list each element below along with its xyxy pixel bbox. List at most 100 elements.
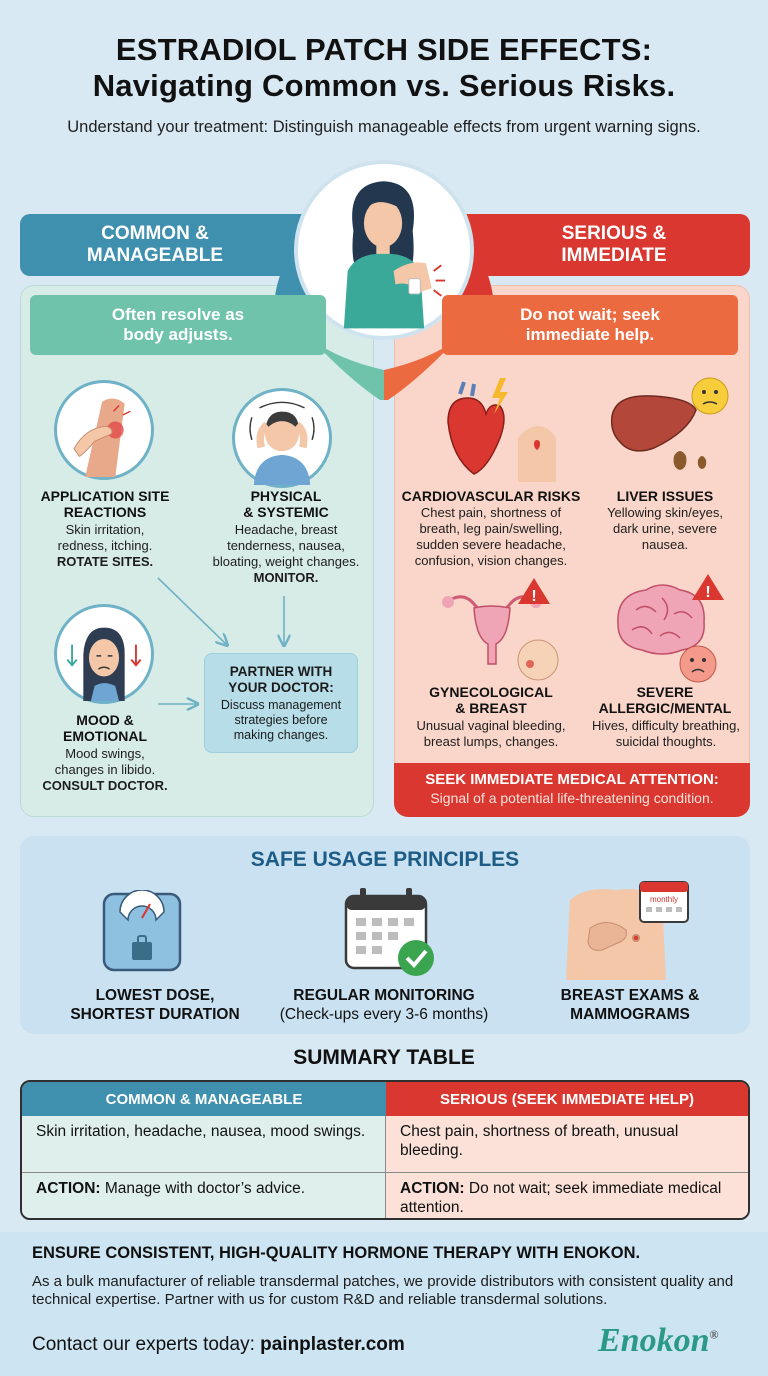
summary-serious-action-text: Do not wait; seek immediate medical atte… — [400, 1180, 722, 1216]
cardio-title: CARDIOVASCULAR RISKS — [401, 488, 581, 504]
serious-pill-line-2: immediate help. — [525, 325, 655, 344]
summary-common-action-label: ACTION: — [36, 1180, 101, 1197]
safe-label-exams: BREAST EXAMS & MAMMOGRAMS — [530, 986, 730, 1024]
mood-title-2: EMOTIONAL — [63, 728, 147, 744]
liver-desc-1: Yellowing skin/eyes, — [607, 505, 723, 520]
summary-cell-serious-effects: Chest pain, shortness of breath, unusual… — [386, 1116, 748, 1172]
physical-desc: Headache, breast tenderness, nausea, blo… — [206, 522, 366, 586]
app-site-title-1: APPLICATION SITE — [40, 488, 170, 504]
mood-desc-2: changes in libido. — [54, 762, 156, 777]
scale-icon — [100, 889, 184, 974]
summary-header-common: COMMON & MANAGEABLE — [22, 1082, 386, 1116]
serious-pill: Do not wait; seek immediate help. — [442, 295, 738, 355]
physical-title-2: & SYSTEMIC — [243, 504, 329, 520]
calendar-monthly-label: monthly — [650, 895, 678, 904]
breast-exam-icon: monthly — [566, 880, 690, 980]
allergic-title: SEVERE ALLERGIC/MENTAL — [590, 684, 740, 716]
partner-title-2: YOUR DOCTOR: — [228, 680, 334, 695]
svg-text:!: ! — [531, 588, 536, 605]
app-site-title: APPLICATION SITE REACTIONS — [28, 488, 182, 520]
mood-desc-1: Mood swings, — [65, 746, 145, 761]
safe-exam-line-2: MAMMOGRAMS — [570, 1006, 690, 1023]
gyn-desc: Unusual vaginal bleeding, breast lumps, … — [400, 718, 582, 750]
headache-icon — [232, 388, 332, 488]
liver-desc: Yellowing skin/eyes, dark urine, severe … — [590, 505, 740, 553]
summary-serious-action-label: ACTION: — [400, 1180, 465, 1197]
allergic-title-1: SEVERE — [636, 684, 694, 700]
cardio-desc-3: sudden severe headache, — [416, 537, 566, 552]
summary-cell-common-effects: Skin irritation, headache, nausea, mood … — [22, 1116, 386, 1172]
allergic-desc: Hives, difficulty breathing, suicidal th… — [586, 718, 746, 750]
seek-attention-alert: SEEK IMMEDIATE MEDICAL ATTENTION: Signal… — [394, 763, 750, 817]
calendar-check-icon — [344, 886, 436, 978]
partner-desc-2: strategies before — [234, 713, 328, 727]
gyn-desc-1: Unusual vaginal bleeding, — [416, 718, 566, 733]
cardio-desc-2: breath, leg pain/swelling, — [419, 521, 563, 536]
physical-desc-1: Headache, breast — [234, 522, 338, 537]
summary-cell-serious-action: ACTION: Do not wait; seek immediate medi… — [386, 1172, 748, 1218]
summary-title: SUMMARY TABLE — [293, 1046, 475, 1069]
woman-applying-patch-icon — [343, 181, 446, 329]
safe-monitor-line-2: (Check-ups every 3-6 months) — [279, 1006, 489, 1023]
summary-cell-common-action: ACTION: Manage with doctor’s advice. — [22, 1172, 386, 1218]
page-subtitle: Understand your treatment: Distinguish m… — [67, 118, 701, 136]
mood-desc: Mood swings, changes in libido. CONSULT … — [28, 746, 182, 794]
page-title: ESTRADIOL PATCH SIDE EFFECTS: Navigating… — [0, 32, 768, 104]
alert-desc: Signal of a potential life-threatening c… — [430, 790, 714, 806]
contact-website-link[interactable]: painplaster.com — [260, 1334, 405, 1355]
summary-table: COMMON & MANAGEABLE SERIOUS (SEEK IMMEDI… — [20, 1080, 750, 1220]
serious-banner-line-2: IMMEDIATE — [561, 245, 667, 266]
title-line-1: ESTRADIOL PATCH SIDE EFFECTS: — [115, 32, 653, 67]
physical-title-1: PHYSICAL — [250, 488, 322, 504]
allergic-title-2: ALLERGIC/MENTAL — [598, 700, 732, 716]
partner-desc-1: Discuss management — [220, 698, 342, 712]
brain-icon: ! — [612, 574, 730, 684]
physical-action: MONITOR. — [253, 570, 319, 585]
liver-desc-2: dark urine, severe — [612, 521, 718, 536]
svg-text:!: ! — [705, 584, 710, 601]
common-banner-line-1: COMMON & — [101, 223, 209, 244]
liver-title: LIVER ISSUES — [616, 488, 714, 504]
app-site-desc-1: Skin irritation, — [65, 522, 145, 537]
footer-description: As a bulk manufacturer of reliable trans… — [32, 1273, 734, 1308]
common-pill-line-1: Often resolve as — [111, 305, 245, 324]
footer-title: ENSURE CONSISTENT, HIGH-QUALITY HORMONE … — [32, 1244, 641, 1262]
enokon-logo: Enokon® — [598, 1322, 718, 1360]
physical-desc-3: bloating, weight changes. — [212, 554, 360, 569]
gyn-desc-2: breast lumps, changes. — [423, 734, 559, 749]
serious-banner-line-1: SERIOUS & — [561, 223, 667, 244]
cardio-desc: Chest pain, shortness of breath, leg pai… — [400, 505, 582, 569]
app-site-action: ROTATE SITES. — [56, 554, 154, 569]
liver-desc-3: nausea. — [641, 537, 689, 552]
safe-label-dose: LOWEST DOSE, SHORTEST DURATION — [50, 986, 260, 1024]
cardio-desc-1: Chest pain, shortness of — [420, 505, 562, 520]
serious-pill-line-1: Do not wait; seek — [520, 305, 660, 324]
safe-monitor-line-1: REGULAR MONITORING — [293, 987, 475, 1004]
title-line-2: Navigating Common vs. Serious Risks. — [92, 68, 676, 103]
footer-panel — [0, 1232, 768, 1376]
safe-label-monitoring: REGULAR MONITORING (Check-ups every 3-6 … — [254, 986, 514, 1024]
app-site-desc: Skin irritation, redness, itching. ROTAT… — [28, 522, 182, 570]
logo-text: Enokon — [598, 1322, 710, 1359]
safe-dose-line-1: LOWEST DOSE, — [95, 987, 215, 1004]
common-pill-line-2: body adjusts. — [123, 325, 233, 344]
partner-title-1: PARTNER WITH — [229, 664, 333, 679]
alert-title: SEEK IMMEDIATE MEDICAL ATTENTION: — [425, 771, 719, 788]
summary-common-action-text: Manage with doctor’s advice. — [100, 1180, 306, 1197]
allergic-desc-2: suicidal thoughts. — [615, 734, 717, 749]
liver-icon — [606, 376, 730, 482]
safe-exam-line-1: BREAST EXAMS & — [560, 987, 700, 1004]
common-pill: Often resolve as body adjusts. — [30, 295, 326, 355]
heart-icon — [438, 378, 558, 482]
footer-contact: Contact our experts today: painplaster.c… — [32, 1334, 405, 1356]
physical-title: PHYSICAL & SYSTEMIC — [206, 488, 366, 520]
serious-column — [394, 285, 750, 817]
physical-desc-2: tenderness, nausea, — [227, 538, 345, 553]
serious-banner: SERIOUS & IMMEDIATE — [418, 214, 750, 276]
mood-icon — [54, 604, 154, 704]
safe-dose-line-2: SHORTEST DURATION — [70, 1006, 240, 1023]
safe-usage-title: SAFE USAGE PRINCIPLES — [250, 848, 520, 871]
cardio-desc-4: confusion, vision changes. — [414, 553, 568, 568]
app-site-title-2: REACTIONS — [63, 504, 147, 520]
